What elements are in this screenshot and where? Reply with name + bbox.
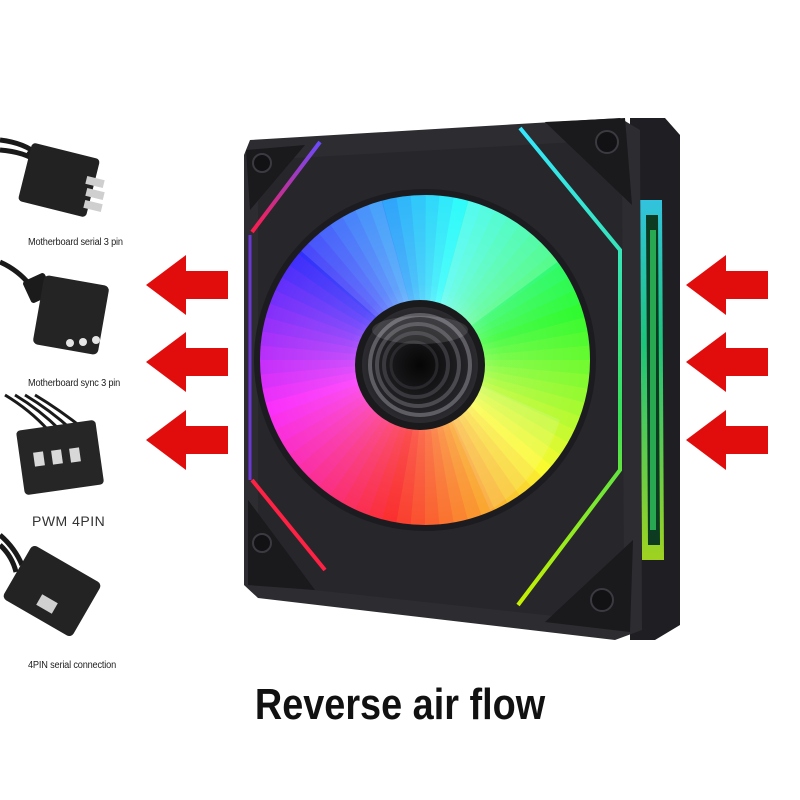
connector-label-pwm-4pin: PWM 4PIN [32, 513, 106, 529]
led-edge-right [516, 126, 622, 607]
3pin-sync-connector-icon [0, 259, 109, 355]
airflow-arrows [146, 255, 768, 470]
corner-pad-bottom-left [248, 500, 315, 590]
headline-text: Reverse air flow [254, 680, 546, 729]
3pin-connector-icon [0, 137, 105, 217]
led-edge-bottom-left [250, 478, 327, 572]
connector-label-serial-4pin: 4PIN serial connection [28, 660, 117, 671]
arrow-left-icon [686, 255, 768, 315]
corner-pad-bottom-right [545, 540, 633, 632]
fan-hub [355, 300, 485, 430]
4pin-serial-connector-icon [0, 533, 101, 637]
led-edge-top-left [250, 140, 322, 234]
connector-label-sync-3pin: Motherboard sync 3 pin [28, 378, 121, 389]
arrow-left-icon [146, 255, 228, 315]
arrow-left-icon [686, 410, 768, 470]
arrow-left-icon [146, 332, 228, 392]
4pin-pwm-connector-icon [4, 393, 104, 495]
arrow-left-icon [686, 332, 768, 392]
connector-label-serial-3pin: Motherboard serial 3 pin [28, 237, 123, 248]
arrow-left-icon [146, 410, 228, 470]
